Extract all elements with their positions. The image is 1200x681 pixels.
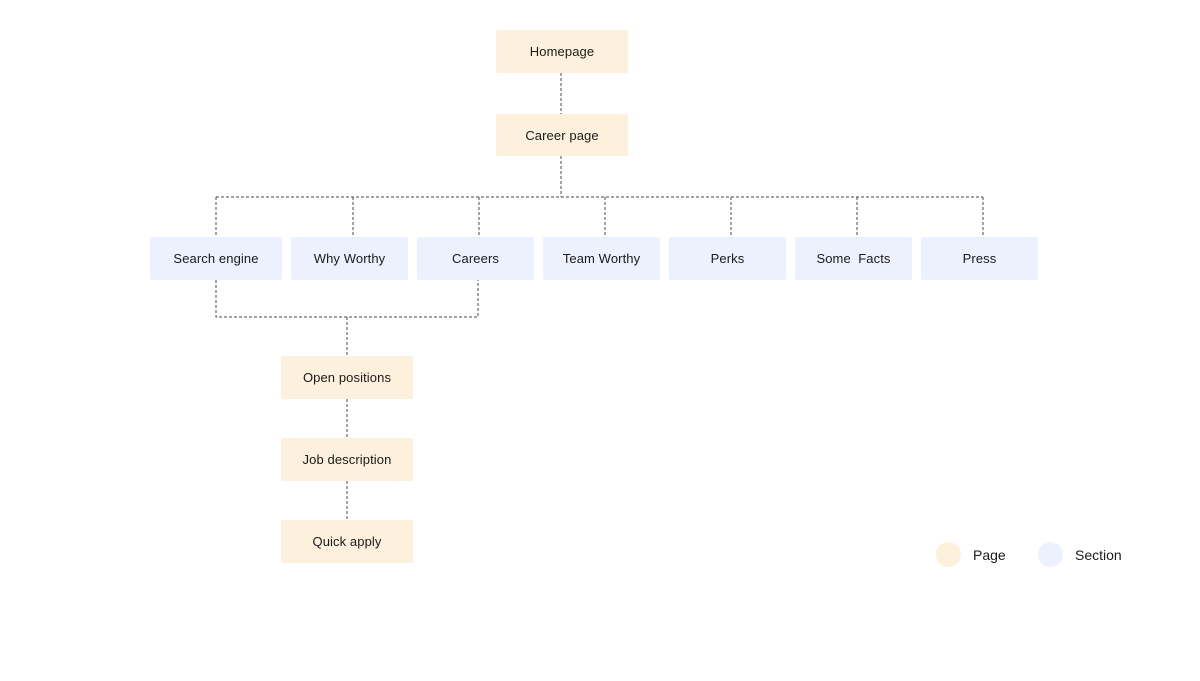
- node-why-worthy-label: Why Worthy: [313, 251, 386, 266]
- node-team-worthy-label: Team Worthy: [562, 251, 641, 266]
- node-press-label: Press: [962, 251, 997, 266]
- legend-section-swatch: [1038, 542, 1063, 567]
- legend-page-swatch: [936, 542, 961, 567]
- node-career-page-label: Career page: [525, 127, 599, 143]
- node-perks-label: Perks: [710, 251, 745, 266]
- node-homepage-label: Homepage: [529, 44, 595, 59]
- node-perks: Perks: [669, 237, 786, 280]
- node-job-description-label: Job description: [302, 452, 392, 467]
- node-job-description: Job description: [281, 438, 413, 481]
- node-quick-apply: Quick apply: [281, 520, 413, 563]
- node-team-worthy: Team Worthy: [543, 237, 660, 280]
- node-search-engine-label: Search engine: [173, 251, 259, 266]
- node-quick-apply-label: Quick apply: [312, 534, 382, 549]
- node-some-facts-label: Some Facts: [816, 251, 891, 266]
- node-careers-label: Careers: [452, 251, 499, 266]
- node-press: Press: [921, 237, 1038, 280]
- node-why-worthy: Why Worthy: [291, 237, 408, 280]
- node-open-positions-label: Open positions: [302, 370, 392, 385]
- legend-page-label: Page: [973, 547, 1006, 563]
- node-career-page: Career page: [496, 114, 628, 156]
- node-open-positions: Open positions: [281, 356, 413, 399]
- node-some-facts: Some Facts: [795, 237, 912, 280]
- connector-search-careers-bracket: [215, 280, 479, 318]
- node-homepage: Homepage: [496, 30, 628, 73]
- node-careers: Careers: [417, 237, 534, 280]
- legend-section-label: Section: [1075, 547, 1122, 563]
- node-search-engine: Search engine: [150, 237, 282, 280]
